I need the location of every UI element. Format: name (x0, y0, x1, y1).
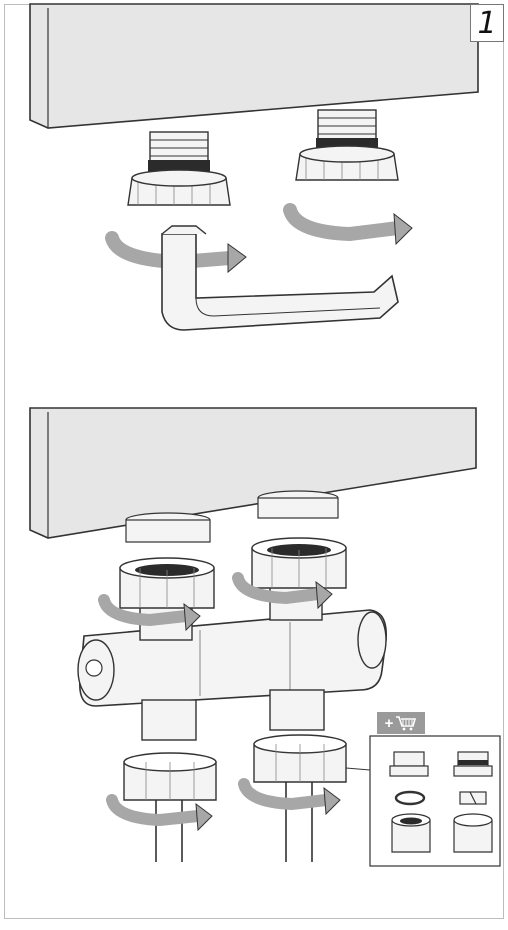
upper-left-union-nut (119, 557, 215, 609)
left-installed-adapter (125, 512, 211, 543)
rotate-arrow-upper-left (98, 594, 201, 632)
kit-adapter-plain-icon (389, 751, 429, 777)
shopping-cart-icon (396, 716, 417, 731)
valve-block (77, 579, 387, 741)
radiator-top (29, 3, 479, 129)
right-installed-adapter (257, 490, 339, 519)
upper-right-union-nut (251, 537, 347, 589)
kit-o-ring-icon (394, 790, 426, 806)
lower-right-union-nut (253, 734, 347, 783)
rotate-arrow-upper-right (232, 572, 333, 610)
right-adapter-fitting (295, 109, 399, 181)
kit-adapter-seal-icon (453, 751, 493, 777)
accessory-kit-panel (345, 735, 501, 867)
radiator-bottom (29, 407, 477, 539)
lower-left-union-nut (123, 752, 217, 801)
plus-sign: + (384, 714, 394, 732)
kit-purchase-badge: + (377, 712, 425, 734)
step-number: 1 (477, 5, 497, 41)
kit-clamp-ring-icon (459, 791, 487, 805)
rotate-arrow-lower-left (106, 794, 213, 832)
kit-nut-left-icon (391, 813, 431, 853)
kit-nut-right-icon (453, 813, 493, 853)
hex-key-tool (161, 225, 399, 331)
step-number-box: 1 (470, 4, 504, 42)
supply-pipes (155, 782, 313, 862)
rotate-arrow-lower-right (238, 778, 341, 816)
left-adapter-fitting (127, 131, 231, 206)
rotate-arrow-right-top (283, 203, 413, 246)
